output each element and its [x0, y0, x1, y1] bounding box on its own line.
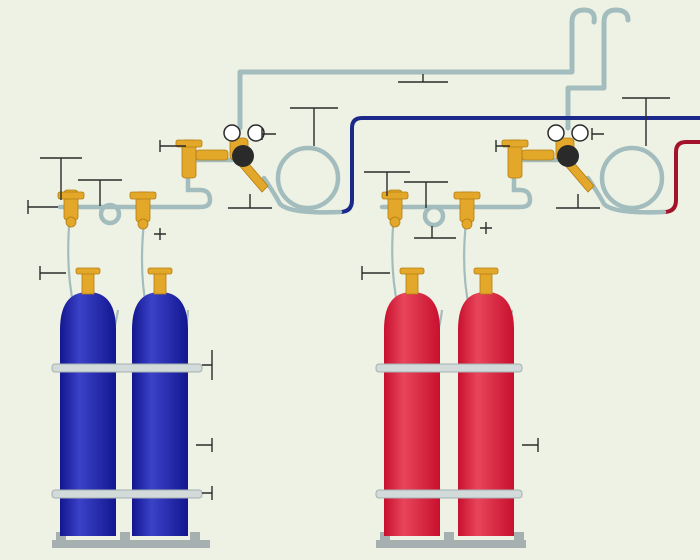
- red-manifold: [379, 124, 667, 353]
- callout-marker: [364, 171, 410, 196]
- rack-strap: [51, 489, 203, 499]
- callout-marker: [398, 74, 448, 83]
- vent-pipe-right-regulator: [565, 7, 631, 131]
- callout-marker: [414, 226, 456, 239]
- cylinder-valve-icon: [129, 191, 157, 230]
- rack-strap: [375, 489, 523, 499]
- blue-pigtail-loop-1: [98, 202, 122, 226]
- blue-coil-tail: [261, 175, 343, 215]
- callout-marker: [480, 222, 492, 234]
- callout-marker: [228, 194, 272, 209]
- blue-cylinder: [132, 267, 188, 536]
- blue-cylinder-rack: [51, 267, 210, 548]
- callout-marker: [27, 200, 58, 214]
- callout-marker: [261, 128, 276, 140]
- blue-header-pipe: [57, 157, 213, 210]
- outlet-lines: [338, 116, 700, 214]
- red-regulator: [547, 124, 595, 193]
- callout-marker: [290, 107, 338, 146]
- red-header-pipe: [379, 157, 533, 210]
- callout-marker: [404, 181, 448, 208]
- pressure-gauge-icon: [247, 124, 265, 142]
- callout-marker: [522, 438, 539, 452]
- cylinder-valve-icon: [381, 189, 409, 228]
- callout-marker: [196, 438, 213, 452]
- cylinder-valve-icon: [57, 189, 85, 228]
- callout-marker: [40, 157, 82, 200]
- red-pigtail-loop-1: [422, 204, 446, 228]
- pigtail-hose-icon: [599, 145, 665, 211]
- callout-marker: [495, 140, 510, 152]
- callout-markers: [27, 74, 670, 500]
- blue-regulator: [223, 124, 269, 193]
- callout-marker: [591, 128, 604, 140]
- pressure-gauge-icon: [223, 124, 241, 142]
- pressure-gauge-icon: [547, 124, 565, 142]
- rack-strap: [51, 363, 203, 373]
- blue-cylinder: [60, 267, 116, 536]
- cylinder-valve-icon: [501, 139, 555, 179]
- callout-marker: [361, 266, 390, 280]
- callout-marker: [159, 140, 186, 152]
- callout-marker: [39, 266, 66, 280]
- callout-marker: [154, 228, 166, 240]
- pressure-gauge-icon: [571, 124, 589, 142]
- red-cylinder-rack: [375, 267, 526, 548]
- vent-pipe-network: [237, 7, 631, 131]
- callout-marker: [78, 179, 122, 206]
- vent-pipe-left-regulator: [237, 7, 597, 131]
- pigtail-hose-icon: [275, 145, 341, 211]
- red-cylinder: [458, 267, 514, 536]
- callout-marker: [556, 194, 600, 209]
- cylinder-valve-icon: [175, 139, 229, 179]
- callout-marker: [202, 486, 213, 500]
- regulator-body-icon: [557, 145, 579, 167]
- rack-strap: [375, 363, 523, 373]
- red-cylinder: [384, 267, 440, 536]
- cylinder-valve-icon: [453, 191, 481, 230]
- red-coil-tail: [585, 175, 667, 215]
- callout-marker: [622, 97, 670, 146]
- regulator-body-icon: [232, 145, 254, 167]
- blue-outlet-line: [338, 116, 700, 214]
- callout-marker: [202, 350, 213, 380]
- red-outlet-line: [662, 140, 700, 214]
